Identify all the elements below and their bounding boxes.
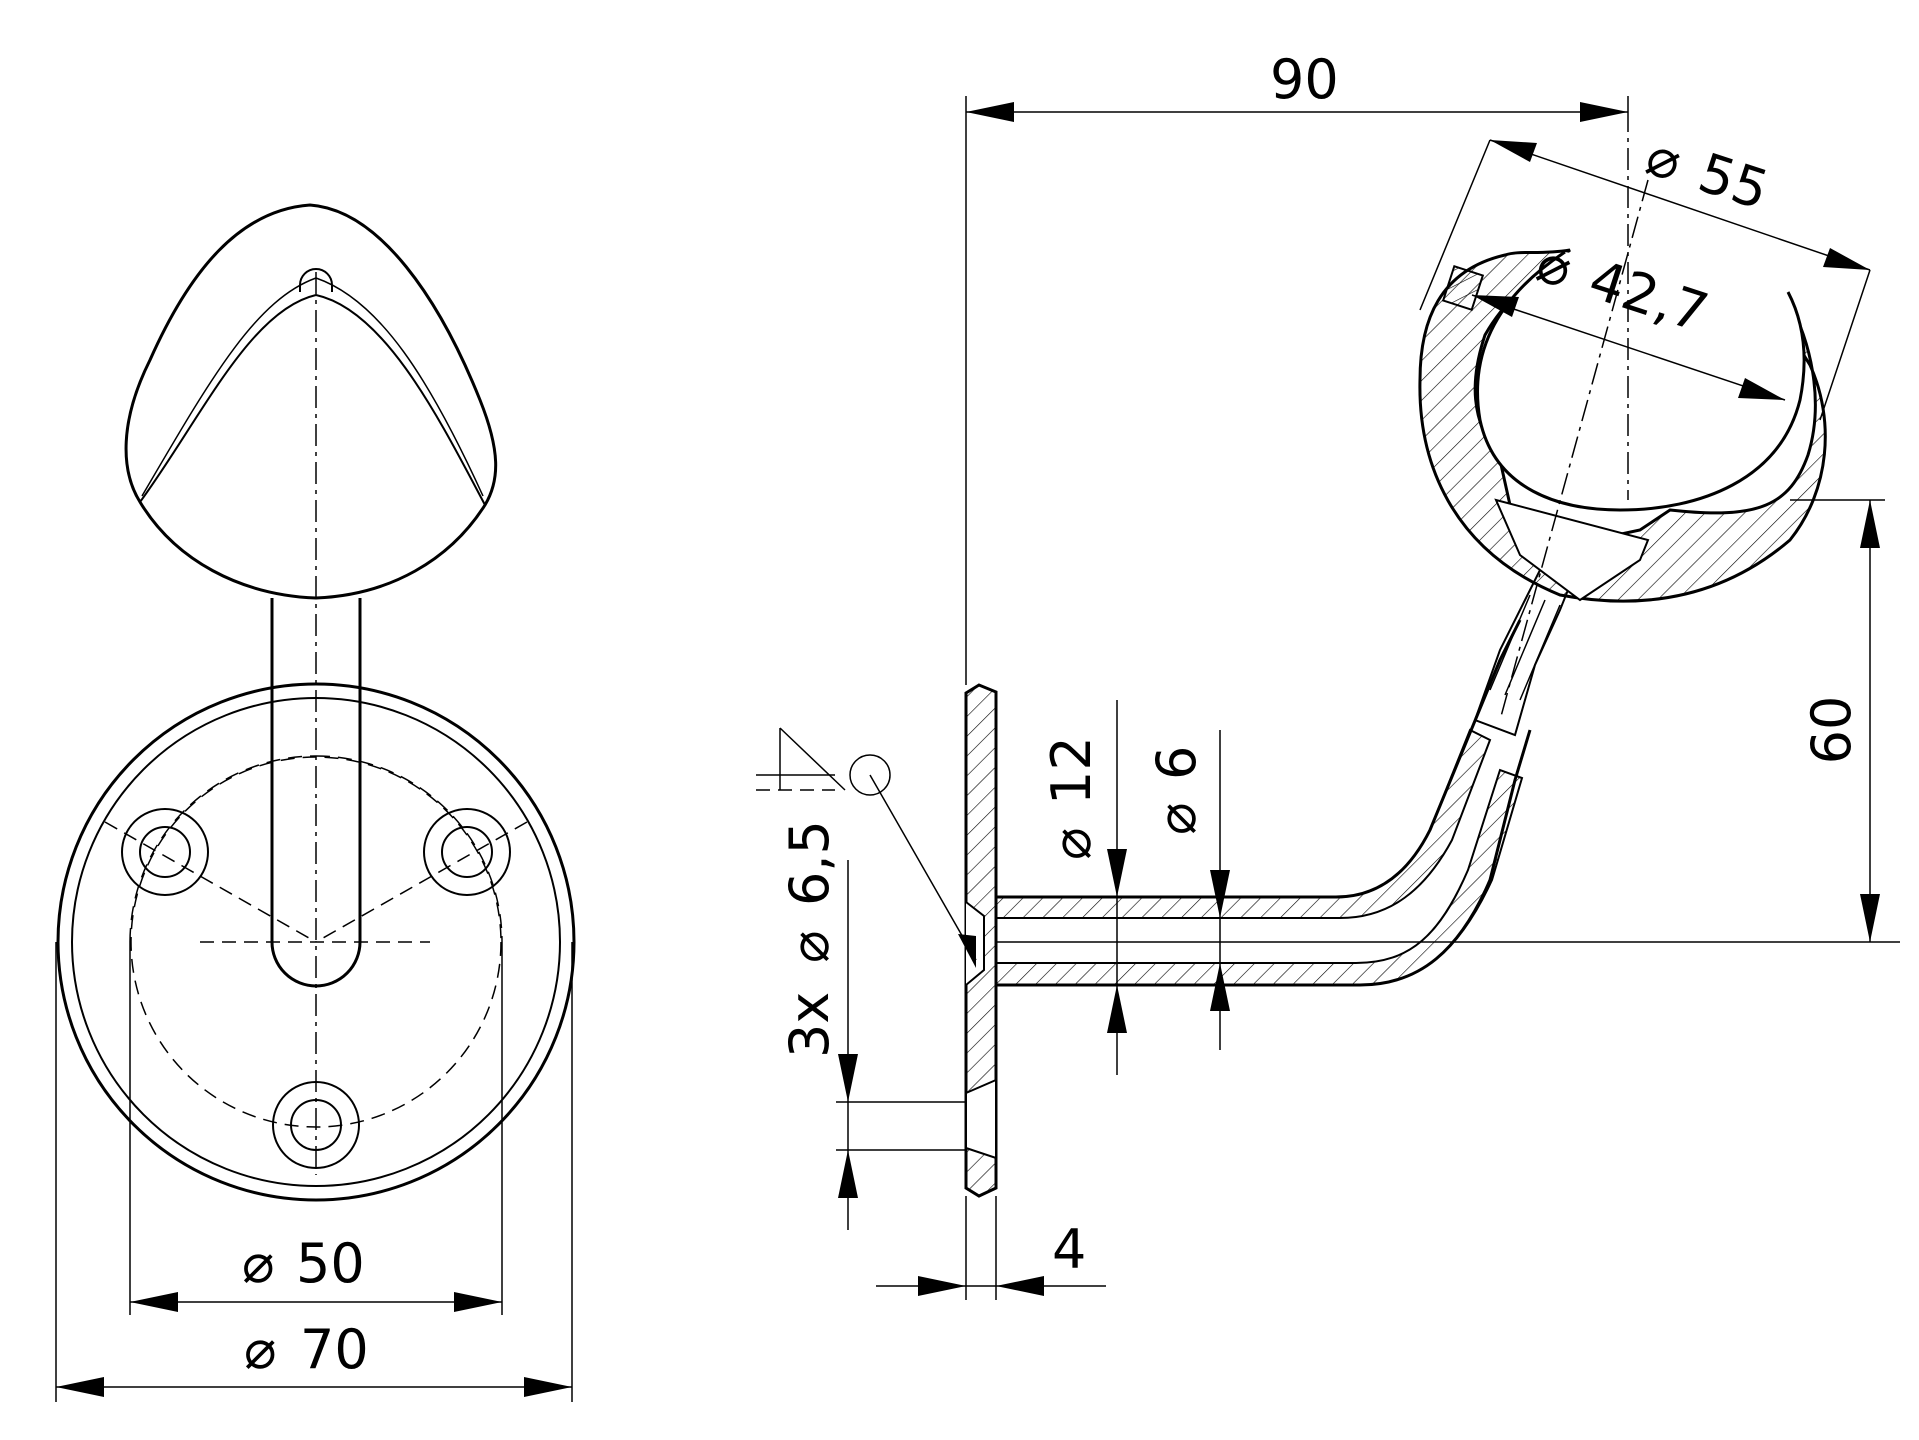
saddle-bore xyxy=(1476,250,1806,512)
hole-centerline xyxy=(315,821,528,943)
saddle-foot xyxy=(1494,498,1650,602)
side-view: 90 ⌀ 55 ⌀ 42,7 xyxy=(756,48,1900,1300)
dimension-plate-4: 4 xyxy=(876,1196,1106,1300)
dim-value: 4 xyxy=(1052,1218,1086,1281)
dim-symbol: ⌀ xyxy=(244,1318,277,1381)
dim-value: 55 xyxy=(1691,141,1776,222)
arm-tube-wall xyxy=(995,768,1524,986)
dim-symbol: ⌀ xyxy=(778,930,841,963)
arm-tube-wall xyxy=(995,728,1492,919)
dim-symbol: ⌀ xyxy=(1639,124,1689,194)
dimension-diameter-50: ⌀ 50 xyxy=(129,942,503,1315)
hole-centerline xyxy=(104,821,317,943)
dim-prefix: 3x xyxy=(778,992,841,1058)
dim-value: 90 xyxy=(1270,48,1339,111)
dim-symbol: ⌀ xyxy=(242,1232,275,1295)
dim-symbol: ⌀ xyxy=(1040,827,1103,860)
threaded-stud xyxy=(1489,594,1561,701)
dimension-diameter-6: ⌀ 6 xyxy=(1145,730,1230,1050)
dim-value: 6 xyxy=(1145,746,1208,780)
dim-value: 60 xyxy=(1800,696,1863,765)
dimension-length-90: 90 xyxy=(965,48,1629,685)
front-view: ⌀ 50 ⌀ 70 xyxy=(55,203,576,1402)
dim-value: 50 xyxy=(296,1232,365,1295)
dimension-diameter-70: ⌀ 70 xyxy=(55,942,573,1402)
bolt-circle-arc xyxy=(315,755,503,943)
mounting-hole xyxy=(121,808,209,896)
dim-value: 12 xyxy=(1040,736,1103,805)
saddle-inner-curve xyxy=(141,277,484,497)
dimension-holes-3x-6-5: 3x ⌀ 6,5 xyxy=(778,820,966,1230)
dimension-diameter-12: ⌀ 12 xyxy=(1040,700,1127,1075)
dim-value: 70 xyxy=(300,1318,369,1381)
dim-value: 6,5 xyxy=(778,820,841,906)
mounting-hole xyxy=(423,808,511,896)
dimension-height-60: 60 xyxy=(1790,499,1885,942)
bolt-circle-arc xyxy=(129,755,317,943)
datum-callout xyxy=(756,727,977,968)
saddle-centerline xyxy=(1499,179,1649,721)
set-screw xyxy=(1441,264,1485,312)
countersunk-hole xyxy=(965,1078,997,1160)
dim-symbol: ⌀ xyxy=(1145,802,1208,835)
set-screw-hole xyxy=(299,268,333,292)
saddle-inner-curve xyxy=(139,293,486,506)
saddle-outline xyxy=(124,203,498,600)
